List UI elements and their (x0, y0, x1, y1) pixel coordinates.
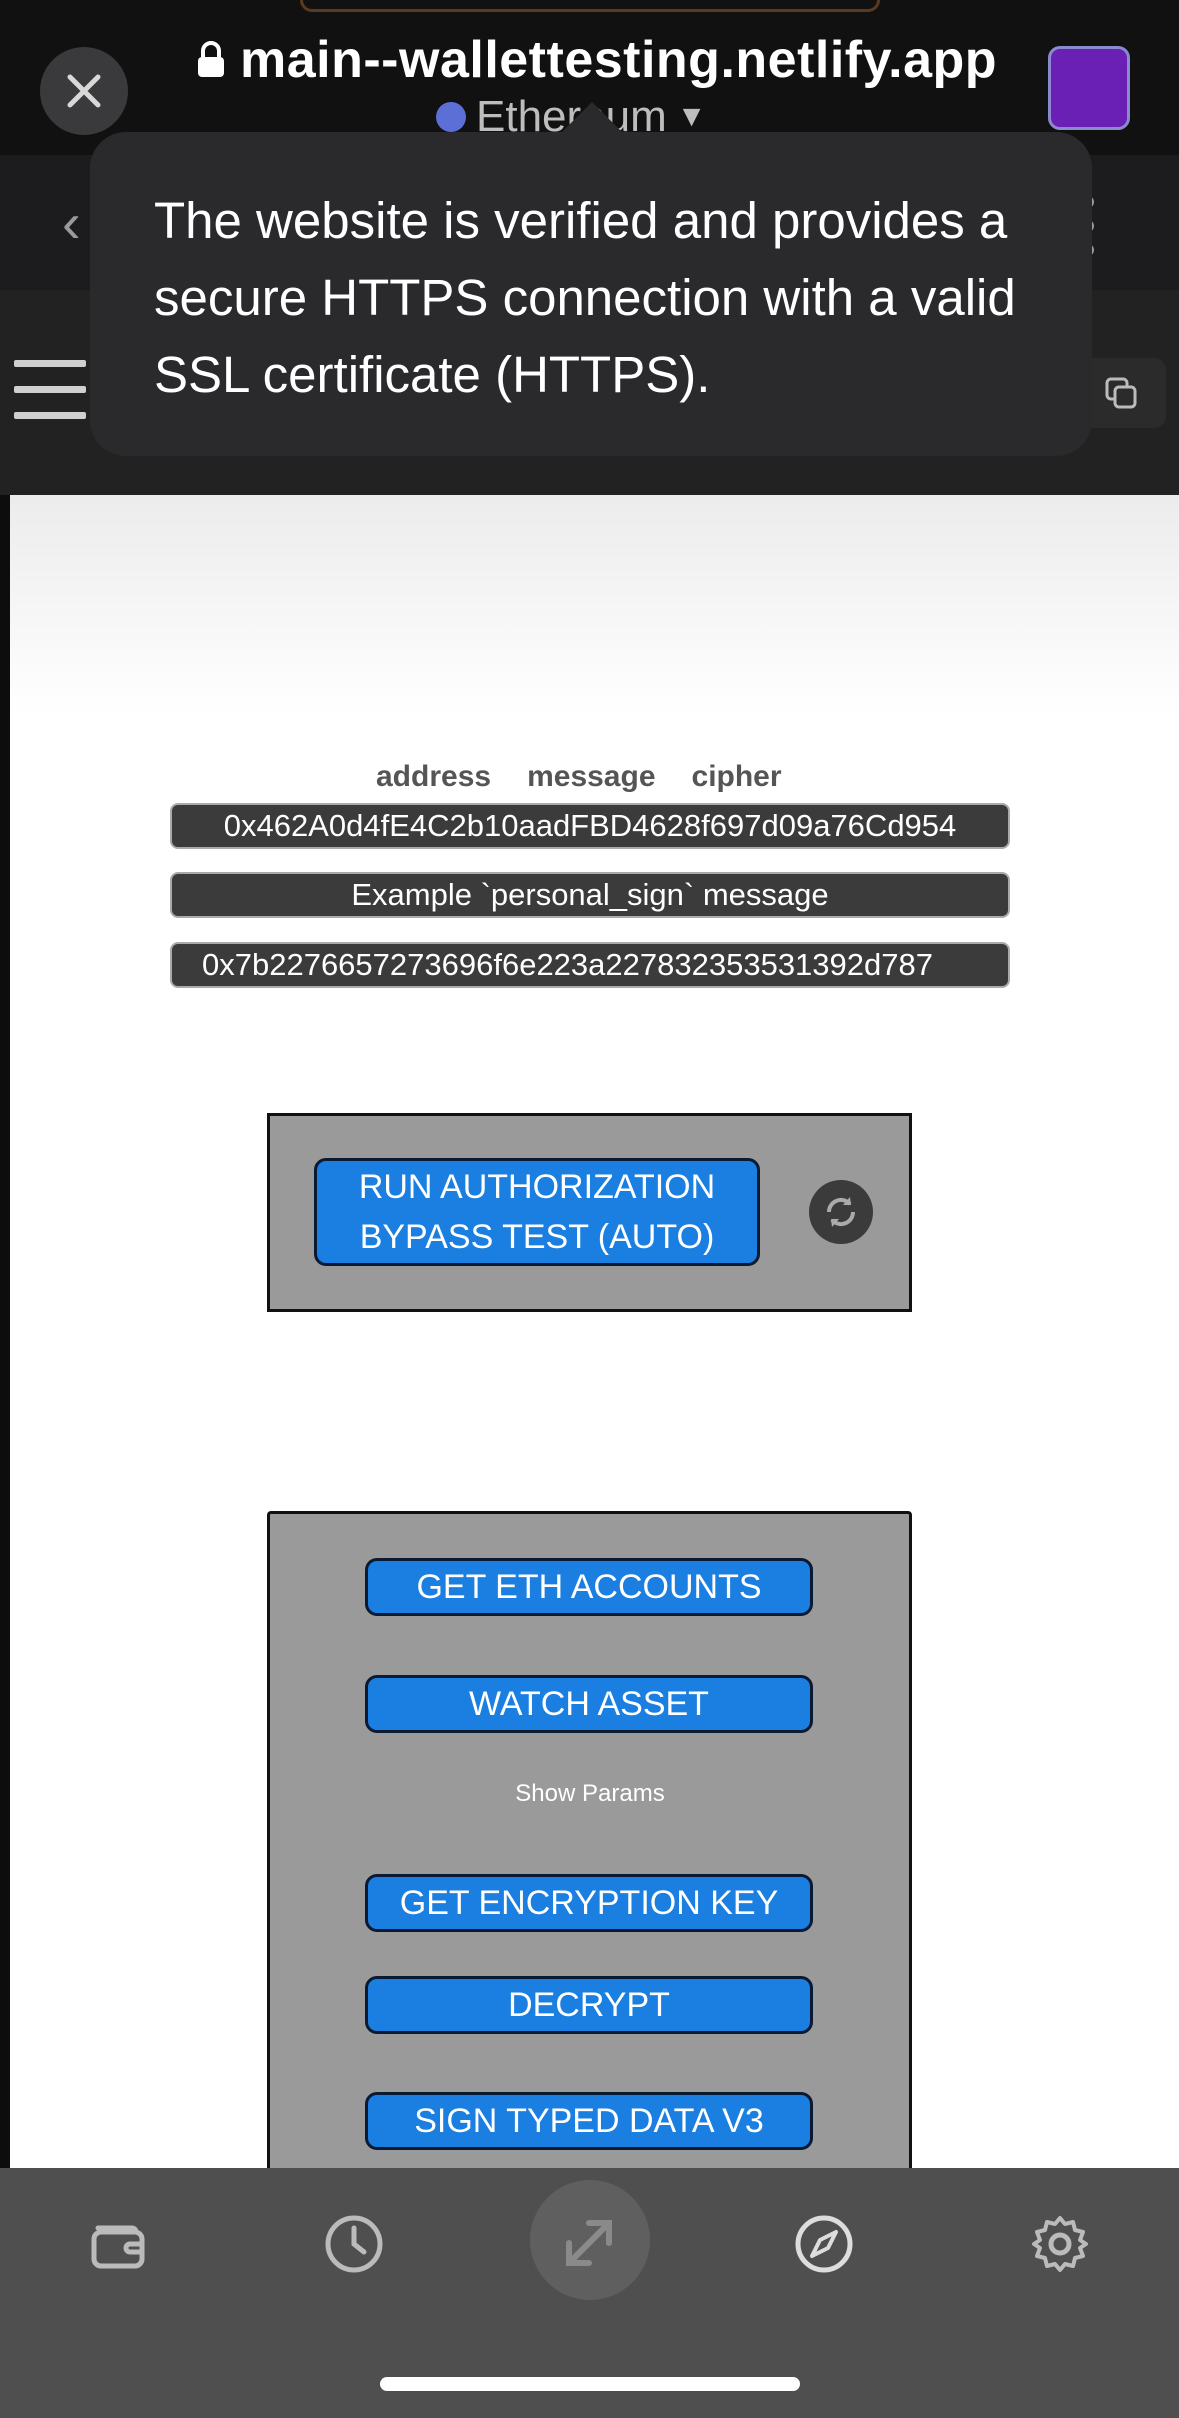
url-bar[interactable]: main--wallettesting.netlify.app (196, 28, 997, 92)
tab-browser[interactable] (778, 2198, 870, 2290)
cipher-field[interactable]: 0x7b2276657273696f6e223a227832353531392d… (170, 942, 1010, 988)
tooltip-text: The website is verified and provides a s… (154, 192, 1016, 403)
caret-down-icon: ▼ (676, 100, 707, 133)
refresh-button[interactable] (809, 1180, 873, 1244)
run-authorization-bypass-button[interactable]: RUN AUTHORIZATION BYPASS TEST (AUTO) (314, 1158, 760, 1266)
history-icon (325, 2215, 383, 2273)
copy-icon (1105, 377, 1137, 409)
ethereum-icon (436, 102, 466, 132)
sign-typed-data-v3-button[interactable]: SIGN TYPED DATA V3 (365, 2092, 813, 2150)
settings-icon (1032, 2216, 1088, 2272)
message-label: message (527, 760, 656, 793)
close-button[interactable] (40, 47, 128, 135)
account-avatar[interactable] (1048, 46, 1130, 130)
address-label: address (376, 760, 492, 793)
dynamic-island (300, 0, 880, 12)
back-icon[interactable]: ‹ (62, 191, 81, 254)
swap-icon (566, 2220, 612, 2266)
watch-asset-button[interactable]: WATCH ASSET (365, 1675, 813, 1733)
refresh-icon (826, 1197, 856, 1227)
cipher-label: cipher (691, 760, 782, 793)
field-labels: address message cipher (376, 760, 782, 794)
tab-settings[interactable] (1014, 2198, 1106, 2290)
show-params-link[interactable]: Show Params (515, 1780, 665, 1807)
get-eth-accounts-button[interactable]: GET ETH ACCOUNTS (365, 1558, 813, 1616)
browser-icon (795, 2215, 853, 2273)
address-field[interactable]: 0x462A0d4fE4C2b10aadFBD4628f697d09a76Cd9… (170, 803, 1010, 849)
tab-history[interactable] (308, 2198, 400, 2290)
message-field[interactable]: Example `personal_sign` message (170, 872, 1010, 918)
url-text: main--wallettesting.netlify.app (240, 31, 998, 89)
tab-swap[interactable] (544, 2198, 636, 2290)
tooltip-arrow (560, 102, 624, 134)
wallet-icon (91, 2225, 145, 2269)
close-icon (67, 74, 101, 108)
lock-icon (198, 41, 224, 77)
get-encryption-key-button[interactable]: GET ENCRYPTION KEY (365, 1874, 813, 1932)
home-indicator (380, 2377, 800, 2391)
hamburger-menu-icon[interactable] (14, 360, 86, 420)
tab-wallet[interactable] (72, 2198, 164, 2290)
security-tooltip: The website is verified and provides a s… (90, 132, 1092, 456)
decrypt-button[interactable]: DECRYPT (365, 1976, 813, 2034)
actions-panel (267, 1511, 912, 2191)
